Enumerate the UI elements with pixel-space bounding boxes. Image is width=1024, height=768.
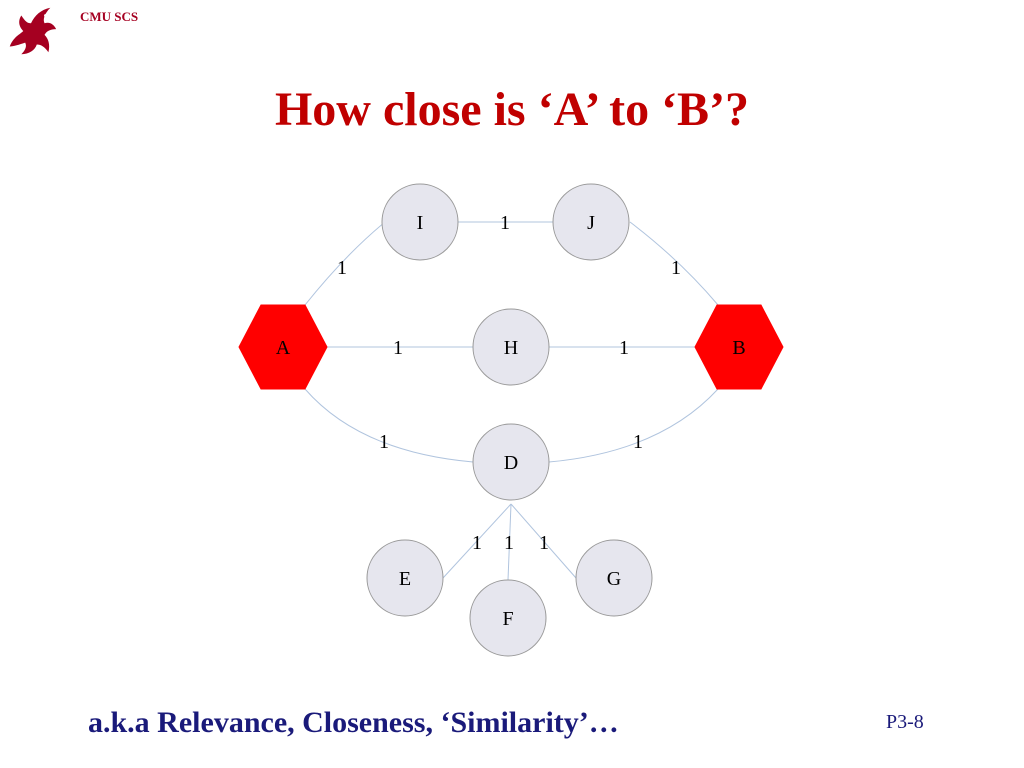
node-a-label: A — [276, 337, 291, 359]
node-g-label: G — [607, 568, 621, 590]
edge-weight-h-b: 1 — [619, 337, 629, 359]
node-h-label: H — [504, 337, 518, 359]
edge-d-e — [442, 503, 512, 579]
edge-weight-j-b: 1 — [671, 257, 681, 279]
edges-layer — [304, 221, 719, 581]
node-d-label: D — [504, 452, 518, 474]
node-h-shape — [472, 308, 550, 386]
node-i-label: I — [417, 212, 424, 234]
edge-d-f — [507, 503, 512, 581]
node-j-shape — [552, 183, 630, 261]
node-f-shape — [469, 579, 547, 657]
edge-weight-i-j: 1 — [500, 212, 510, 234]
edge-weight-d-b: 1 — [633, 431, 643, 453]
edge-a-d — [304, 388, 474, 463]
slide-number: P3-8 — [886, 711, 924, 733]
edge-a-i — [304, 221, 386, 306]
edge-weight-a-i: 1 — [337, 257, 347, 279]
dragon-logo-icon — [9, 7, 57, 55]
node-g-shape — [575, 539, 653, 617]
node-e-label: E — [399, 568, 411, 590]
edge-j-b — [629, 221, 719, 306]
slide-title: How close is ‘A’ to ‘B’? — [274, 83, 750, 136]
footer-subtitle: a.k.a Relevance, Closeness, ‘Similarity’… — [88, 706, 619, 739]
edge-weight-d-f: 1 — [504, 532, 514, 554]
node-b-label: B — [732, 337, 745, 359]
node-a-shape — [238, 304, 328, 390]
edge-weight-d-e: 1 — [472, 532, 482, 554]
node-e-shape — [366, 539, 444, 617]
edge-d-b — [548, 388, 719, 463]
nodes-layer: A B I J H D E F G — [238, 183, 784, 657]
node-j-label: J — [587, 212, 595, 234]
node-f-label: F — [502, 608, 513, 630]
node-b-shape — [694, 304, 784, 390]
edge-d-g — [510, 503, 577, 579]
node-d-shape — [472, 423, 550, 501]
edge-weight-d-g: 1 — [539, 532, 549, 554]
edge-weight-a-d: 1 — [379, 431, 389, 453]
node-i-shape — [381, 183, 459, 261]
edge-weight-a-h: 1 — [393, 337, 403, 359]
org-label: CMU SCS — [80, 9, 139, 24]
